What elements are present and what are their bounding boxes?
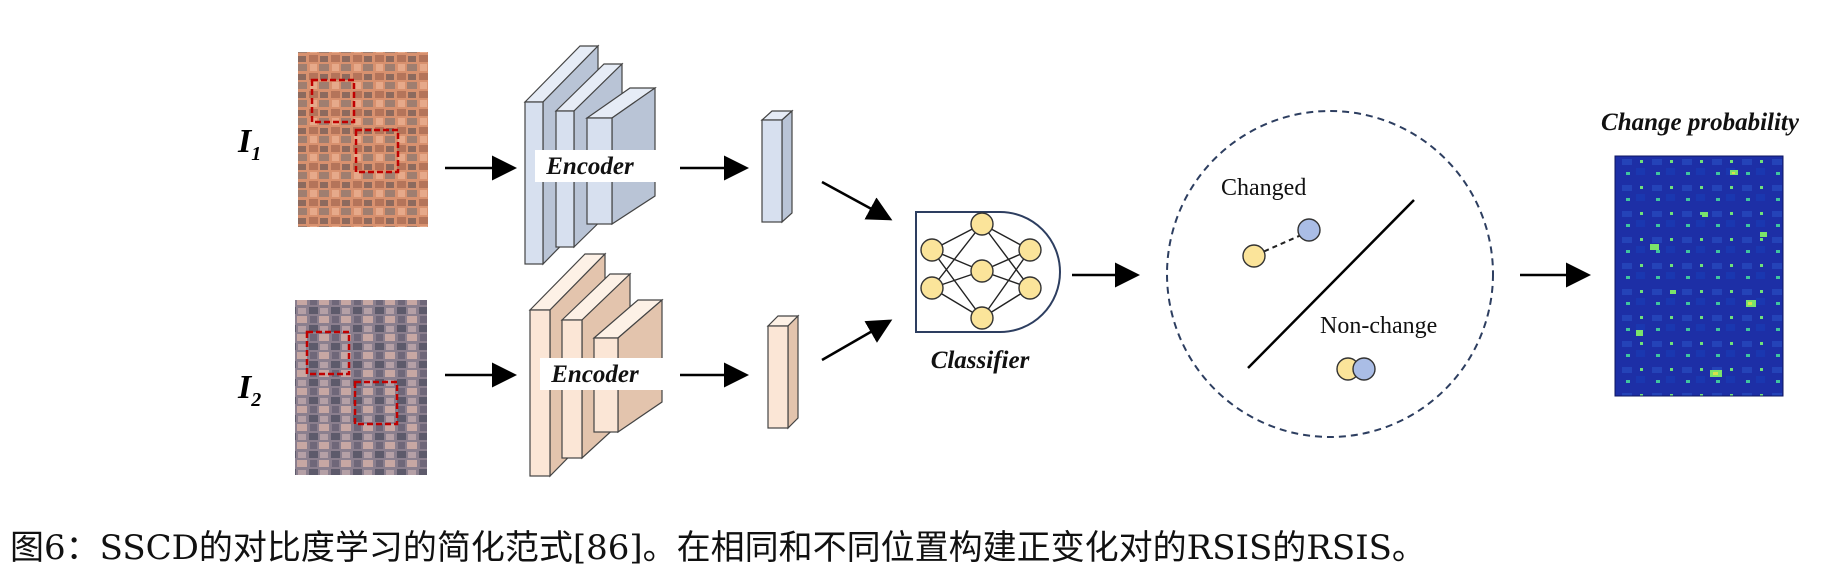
encoder-label-top: Encoder xyxy=(545,153,634,180)
input-label-i1: I1 xyxy=(237,123,261,165)
network-node xyxy=(970,306,994,330)
network-node xyxy=(970,212,994,236)
network-node xyxy=(970,259,994,283)
feature-vector-top xyxy=(760,109,794,224)
dashed-region-box xyxy=(353,380,399,426)
feature-vector-bottom xyxy=(766,314,800,430)
dashed-region-box xyxy=(310,78,356,124)
change-probability-map xyxy=(1614,155,1784,397)
output-title: Change probability xyxy=(1601,109,1800,136)
arrow xyxy=(821,319,893,362)
nonchange-point-blue xyxy=(1352,357,1376,381)
arrow xyxy=(821,180,893,221)
classifier-label: Classifier xyxy=(931,347,1030,374)
changed-point-yellow xyxy=(1242,244,1266,268)
encoder-label-bottom: Encoder xyxy=(550,361,639,388)
dashed-region-box xyxy=(354,128,400,174)
network-node xyxy=(920,276,944,300)
input-label-i2: I2 xyxy=(237,369,261,411)
non-change-label: Non-change xyxy=(1320,313,1437,339)
feature-space xyxy=(1166,110,1494,438)
decision-boundary xyxy=(1247,199,1415,369)
input-image-1 xyxy=(298,52,428,227)
encoder-label-bg xyxy=(540,358,670,390)
encoder-top xyxy=(523,44,657,266)
network-node xyxy=(1018,238,1042,262)
encoder-label-bg xyxy=(535,150,665,182)
network-node xyxy=(1018,276,1042,300)
changed-label: Changed xyxy=(1221,175,1306,201)
classifier-network xyxy=(915,211,1061,333)
changed-point-blue xyxy=(1297,218,1321,242)
dashed-region-box xyxy=(305,330,351,376)
network-node xyxy=(920,238,944,262)
input-image-2 xyxy=(295,300,427,475)
figure-caption: 图6：SSCD的对比度学习的简化范式[86]。在相同和不同位置构建正变化对的RS… xyxy=(10,528,1426,568)
